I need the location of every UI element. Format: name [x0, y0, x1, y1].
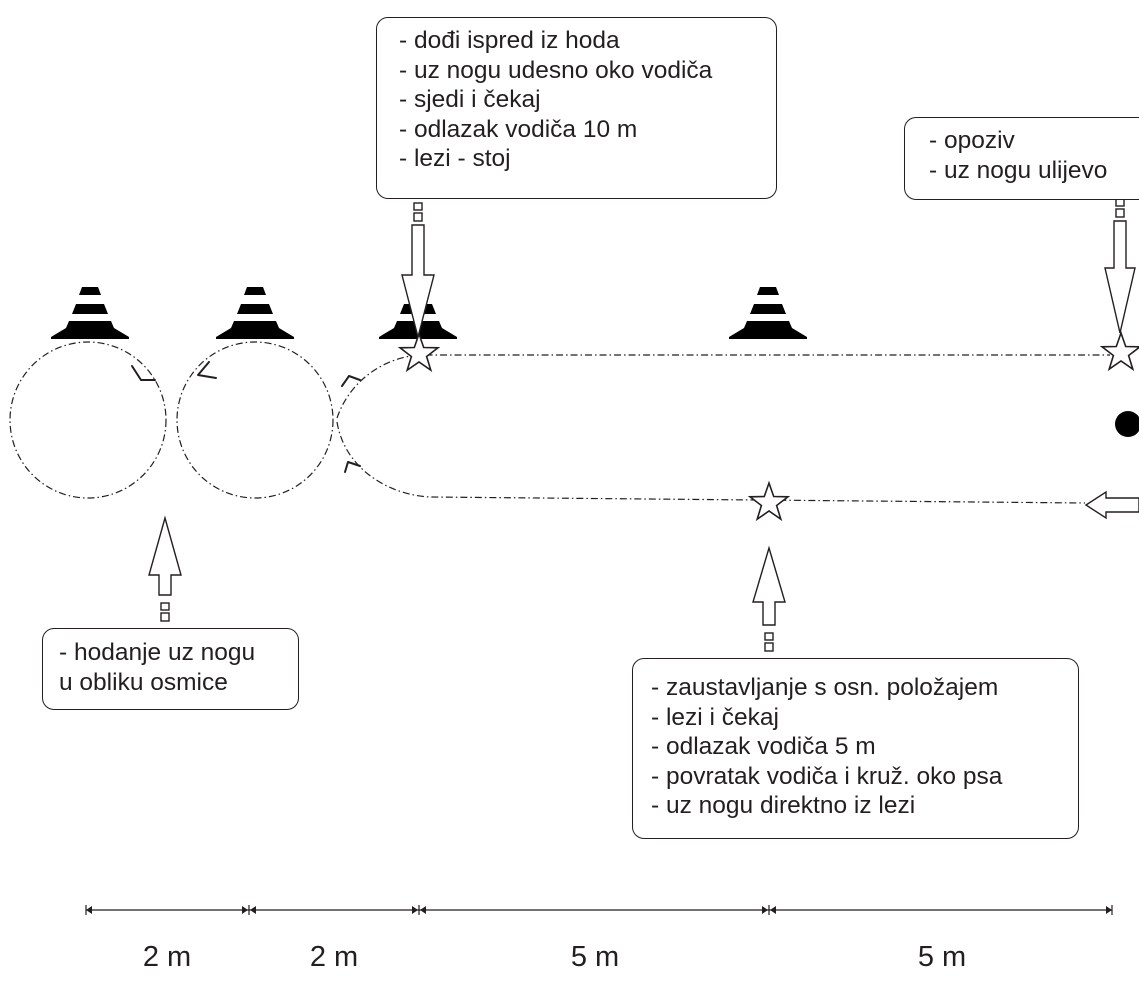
up-arrow-icon [752, 545, 786, 652]
direction-chevron [344, 461, 361, 473]
cone-icon [216, 287, 294, 339]
callout-line: - uz nogu ulijevo [929, 156, 1108, 184]
course-path-upper [336, 354, 1110, 419]
direction-chevron [197, 361, 217, 379]
star-icon [749, 482, 789, 521]
course-path-lower [336, 421, 1086, 504]
dimension-label: 5 m [570, 941, 620, 973]
figure-eight-loop-right [176, 341, 334, 499]
cone-icon [729, 287, 807, 339]
callout-line: - dođi ispred iz hoda [399, 27, 620, 54]
callout-line: - uz nogu direktno iz lezi [651, 792, 916, 819]
direction-chevron [131, 365, 156, 381]
direction-chevron [341, 375, 361, 387]
callout-line: - sjedi i čekaj [399, 86, 541, 113]
callout-line: - uz nogu udesno oko vodiča [399, 56, 713, 84]
down-arrow-icon [1104, 198, 1136, 334]
left-arrow-icon [1084, 490, 1139, 520]
star-icon [399, 333, 439, 372]
dimension-label: 5 m [917, 941, 967, 973]
callout-line: - zaustavljanje s osn. položajem [651, 674, 999, 701]
dimension-label: 2 m [309, 941, 359, 973]
callout-line: - opoziv [929, 127, 1015, 154]
callout-line: - odlazak vodiča 10 m [399, 115, 638, 143]
figure-eight-loop-left [9, 341, 167, 499]
down-arrow-icon [401, 202, 435, 338]
callout-line: - odlazak vodiča 5 m [651, 733, 876, 760]
dimension-label: 2 m [142, 941, 192, 973]
callout-bottom-right: - zaustavljanje s osn. položajem - lezi … [632, 658, 1079, 839]
dimension-ticks [85, 905, 1113, 915]
endpoint-dot-icon [1115, 411, 1139, 437]
callout-line: - lezi i čekaj [651, 703, 779, 731]
callout-line: - lezi - stoj [399, 145, 511, 172]
star-icon [1101, 332, 1139, 371]
callout-line: u obliku osmice [59, 668, 228, 696]
callout-top-middle: - dođi ispred iz hoda - uz nogu udesno o… [376, 17, 777, 199]
cone-icon [51, 287, 129, 339]
callout-bottom-left: - hodanje uz nogu u obliku osmice [42, 628, 299, 710]
callout-line: - hodanje uz nogu [59, 639, 256, 666]
callout-line: - povratak vodiča i kruž. oko psa [651, 762, 1003, 790]
callout-top-right: - opoziv - uz nogu ulijevo [904, 117, 1139, 200]
up-arrow-icon [148, 515, 182, 622]
